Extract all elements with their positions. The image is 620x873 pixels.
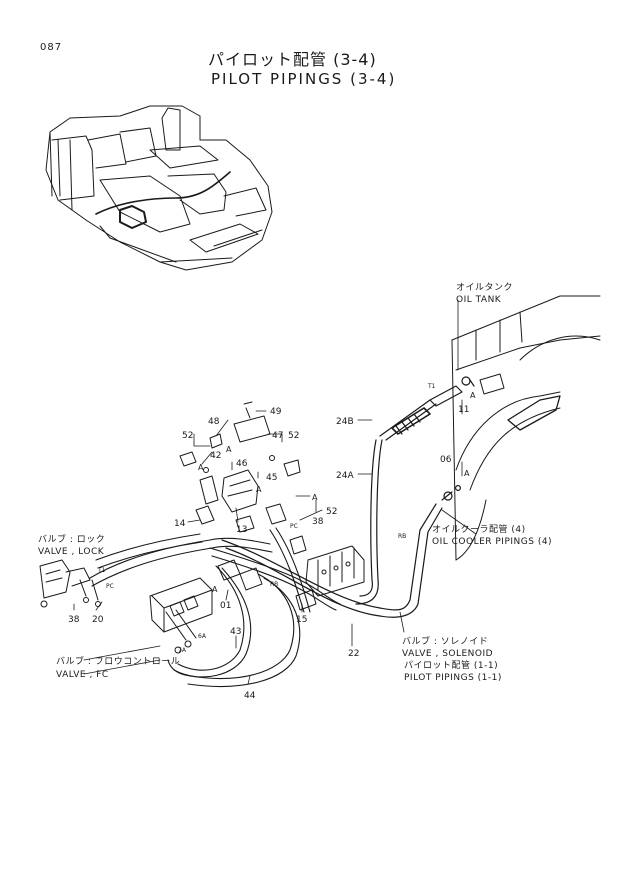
- callout-13: 13: [236, 525, 247, 535]
- port-T1-right: T1: [427, 383, 436, 390]
- callout-24A: 24A: [336, 471, 354, 481]
- callout-06: 06: [440, 455, 452, 465]
- callout-52-left: 52: [182, 431, 193, 441]
- page-title-jp: パイロット配管 (3-4): [208, 50, 377, 69]
- leader-lines: [73, 299, 477, 685]
- callout-52-right: 52: [288, 431, 299, 441]
- ref-A-5: A: [470, 391, 476, 400]
- ref-A-4: A: [312, 493, 318, 502]
- ref-A-2: A: [226, 445, 232, 454]
- port-6A: 6A: [198, 633, 207, 640]
- page-number: 087: [40, 42, 63, 53]
- page-title-en: PILOT PIPINGS (3-4): [211, 70, 397, 88]
- callout-24B: 24B: [336, 417, 354, 427]
- callout-14: 14: [174, 519, 186, 529]
- label-valve-solenoid-en: VALVE , SOLENOID: [402, 649, 493, 659]
- callout-46: 46: [236, 459, 248, 469]
- callout-42: 42: [210, 451, 221, 461]
- valve-solenoid-assembly: [305, 545, 365, 597]
- label-valve-lock-en: VALVE , LOCK: [38, 547, 105, 557]
- port-T1-left: T1: [97, 567, 106, 574]
- port-PC-left: PC: [106, 583, 114, 590]
- callout-38-center: 38: [312, 517, 324, 527]
- port-7A: 7A: [178, 647, 187, 654]
- callout-45: 45: [266, 473, 277, 483]
- label-oil-cooler-en: OIL COOLER PIPINGS (4): [432, 537, 552, 547]
- ref-A-1: A: [198, 463, 204, 472]
- excavator-overview-illustration: [45, 105, 273, 271]
- valve-lock-assembly: [39, 559, 101, 608]
- label-valve-lock-jp: バルブ : ロック: [38, 533, 105, 545]
- ref-A-6: A: [464, 469, 470, 478]
- port-RB-center: RB: [270, 581, 278, 588]
- valve-fc-assembly: [149, 577, 213, 654]
- callout-numbers: 49 48 47 52 52 52 42 46 45 13 14 38 38 2…: [68, 405, 469, 701]
- callout-38-left: 38: [68, 615, 80, 625]
- callout-22: 22: [348, 649, 359, 659]
- port-PC-center: PC: [290, 523, 298, 530]
- callout-20: 20: [92, 615, 104, 625]
- label-oil-tank-en: OIL TANK: [456, 295, 502, 305]
- label-oil-tank-jp: オイルタンク: [456, 282, 513, 293]
- callout-52-lower: 52: [326, 507, 337, 517]
- hose-24: [355, 376, 475, 605]
- callout-48: 48: [208, 417, 220, 427]
- label-valve-fc-en: VALVE , FC: [56, 670, 109, 680]
- callout-44: 44: [244, 691, 256, 701]
- label-pilot-pipings-en: PILOT PIPINGS (1-1): [404, 673, 502, 683]
- callout-15: 15: [296, 615, 307, 625]
- label-valve-fc-jp: バルブ : フロウコントロール: [56, 655, 180, 667]
- callout-01: 01: [220, 601, 231, 611]
- callout-43: 43: [230, 627, 241, 637]
- port-RB-right: RB: [398, 533, 406, 540]
- label-oil-cooler-jp: オイルクーラ配管 (4): [432, 523, 526, 535]
- callout-11: 11: [458, 405, 469, 415]
- hose-bundle: [89, 527, 341, 687]
- ref-A-3: A: [256, 485, 262, 494]
- ref-A-7: A: [212, 585, 218, 594]
- oil-tank: [451, 295, 601, 561]
- hose-22: [221, 485, 462, 618]
- label-valve-solenoid-jp: バルブ : ソレノイド: [402, 635, 488, 647]
- label-pilot-pipings-jp: パイロット配管 (1-1): [404, 659, 498, 671]
- callout-47: 47: [272, 431, 283, 441]
- callout-49: 49: [270, 407, 282, 417]
- port-markers: 6A 7A T1 T1 PC PC RB RB A A A A A A A: [97, 383, 476, 654]
- component-labels: オイルタンク OIL TANK オイルクーラ配管 (4) OIL COOLER …: [38, 282, 552, 683]
